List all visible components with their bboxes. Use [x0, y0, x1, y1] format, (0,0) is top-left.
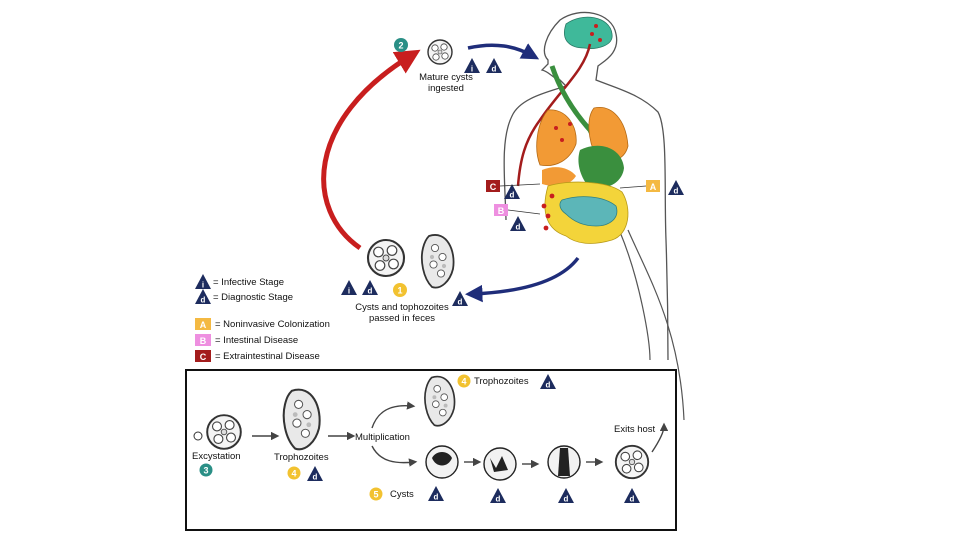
stage-letter-d: d: [496, 495, 501, 504]
legend-a-letter: A: [200, 320, 207, 330]
stage-letter-i: i: [471, 65, 473, 74]
stage-letter-i: i: [202, 281, 204, 290]
legend-diagnostic-label: = Diagnostic Stage: [213, 292, 294, 303]
human-host-figure: [503, 11, 685, 421]
legend-extraintestinal-label: = Extraintestinal Disease: [215, 351, 320, 362]
stage-letter-d: d: [368, 287, 373, 296]
mature-cysts-line-2: ingested: [428, 83, 464, 94]
trophozoites-bottom-label: Trophozoites: [274, 452, 329, 463]
legend-c-letter: C: [200, 352, 207, 362]
excretion-arrow: [465, 256, 580, 303]
exits-host-arrow: [651, 422, 669, 453]
step-3-number: 3: [203, 466, 208, 476]
lungs-icon: [536, 109, 577, 167]
legend-intestinal-label: = Intestinal Disease: [215, 335, 299, 346]
mature-cysts-line-1: Mature cysts: [419, 72, 473, 83]
passed-cyst-icon: [366, 238, 406, 278]
stage-letter-i: i: [348, 287, 350, 296]
stage-letter-d: d: [546, 381, 551, 390]
step-4-marker: [287, 466, 301, 480]
legend-noninvasive-label: = Noninvasive Colonization: [215, 319, 330, 330]
tag-c-box: [486, 180, 500, 192]
step-3-marker: [199, 463, 213, 477]
tag-a-letter: A: [650, 182, 657, 192]
step-4-marker: [457, 374, 471, 388]
stage-letter-d: d: [516, 223, 521, 232]
red-transmission-arrow: [321, 49, 421, 251]
stage-letter-d: d: [434, 493, 439, 502]
step-4-number: 4: [291, 469, 296, 479]
tag-c-letter: C: [490, 182, 497, 192]
multiplication-detail-box: [185, 369, 677, 531]
legend-b-box: [195, 334, 211, 346]
trophozoites-top-label: Trophozoites: [474, 376, 529, 387]
tag-b-box: [494, 204, 508, 216]
step-2-number: 2: [398, 41, 403, 51]
step-1-marker: [393, 283, 407, 297]
cyst-development-sequence: [425, 444, 650, 481]
multiplication-label: Multiplication: [355, 432, 410, 443]
legend-c-box: [195, 350, 211, 362]
excystation-label: Excystation: [192, 451, 241, 462]
legend-a-box: [195, 318, 211, 330]
stage-letter-d: d: [201, 296, 206, 305]
legend-infective-label: = Infective Stage: [213, 277, 285, 288]
excystation-cyst-icon: [206, 414, 242, 450]
mature-cyst-icon: [427, 39, 453, 65]
stage-letter-d: d: [510, 191, 515, 200]
step-1-number: 1: [397, 286, 402, 296]
tag-b-letter: B: [498, 206, 505, 216]
step-2-marker: [394, 38, 408, 52]
ingestion-arrow: [467, 43, 540, 60]
passed-trophozoite-icon: [420, 234, 455, 289]
colon-icon: [559, 196, 618, 227]
mature-cysts-label: Mature cysts ingested: [408, 72, 484, 94]
stage-letter-d: d: [313, 473, 318, 482]
step-5-marker: [369, 487, 383, 501]
cysts-label: Cysts: [390, 489, 414, 500]
tag-a-box: [646, 180, 660, 192]
stage-letter-d: d: [630, 495, 635, 504]
step-5-number: 5: [373, 490, 378, 500]
stage-letter-d: d: [564, 495, 569, 504]
passed-line-2: passed in feces: [368, 313, 435, 324]
legend-b-letter: B: [200, 336, 207, 346]
passed-in-feces-label: Cysts and tophozoites passed in feces: [340, 302, 464, 324]
stage-letter-d: d: [458, 298, 463, 307]
stage-letter-d: d: [674, 187, 679, 196]
trophozoite-icon: [282, 388, 321, 451]
exits-host-label: Exits host: [614, 424, 656, 435]
step-4-number: 4: [461, 377, 466, 387]
stage-letter-d: d: [492, 65, 497, 74]
trophozoite-icon: [424, 375, 456, 427]
passed-line-1: Cysts and tophozoites: [355, 302, 449, 313]
brain-icon: [564, 16, 613, 49]
